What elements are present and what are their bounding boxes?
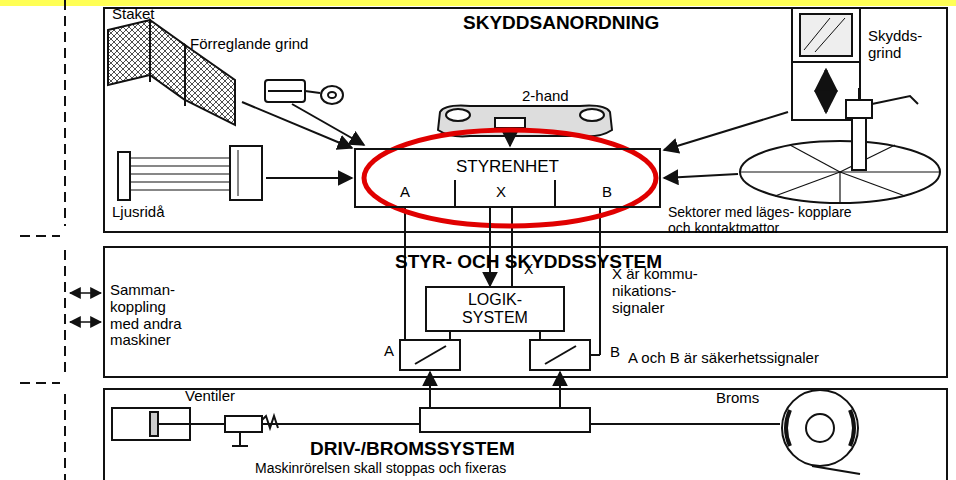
input-arrows [242, 102, 788, 178]
note-label: Samman- koppling med andra maskiner [110, 282, 188, 349]
part-label: Ventiler [185, 388, 235, 405]
part-label: Förreglande grind [190, 36, 308, 53]
signal-wires [400, 208, 600, 408]
part-label: Broms [716, 390, 759, 407]
part-label: Ljusridå [112, 204, 165, 221]
note-label: A och B är säkerhetssignaler [628, 350, 819, 367]
node-text: B [602, 184, 612, 201]
bracket-lines [20, 0, 65, 480]
part-label: Staket [112, 6, 155, 23]
signal-name: A [384, 343, 394, 360]
lock-illustration [265, 80, 343, 104]
logic-box: LOGIK- SYSTEM [425, 286, 565, 332]
part-label: 2-hand [522, 88, 569, 105]
signal-name: B [610, 344, 620, 361]
turntable-illustration [740, 88, 940, 203]
node-heading: SKYDDSANORDNING [463, 12, 659, 33]
coupling-arrows [70, 293, 101, 322]
node-text: X [496, 184, 506, 201]
highlight-ellipse [364, 130, 656, 226]
node-heading: DRIV-/BROMSSYSTEM [310, 438, 515, 459]
node-heading: STYRENHET [359, 157, 656, 176]
control-unit-box: STYRENHET A X B [354, 148, 661, 208]
unit-dividers [455, 180, 555, 207]
part-label: Skydds- grind [868, 28, 942, 62]
light-curtain-illustration [118, 146, 262, 200]
note-label: X är kommu- nikations- signaler [612, 266, 708, 316]
node-text: A [400, 184, 410, 201]
node-heading: LOGIK- SYSTEM [450, 291, 540, 327]
part-label: Sektorer med läges- kopplare och kontakt… [668, 205, 858, 236]
signal-name: X [524, 262, 533, 278]
node-text: Maskinrörelsen skall stoppas och fixeras [255, 461, 506, 477]
